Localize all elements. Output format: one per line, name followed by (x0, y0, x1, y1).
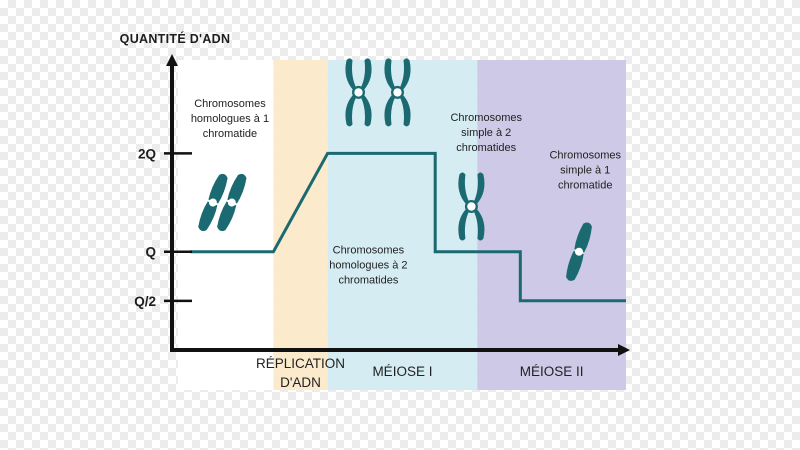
dna-quantity-line (190, 151, 626, 303)
y-tick-label: Q/2 (134, 294, 156, 309)
homologous-two-chromatid-icon (384, 58, 411, 127)
phase-label: MÉIOSE I (372, 364, 432, 379)
annotation-a4: simple à 1 (560, 164, 610, 176)
y-axis-label: QUANTITÉ D'ADN (120, 31, 231, 46)
phase-label: RÉPLICATION (256, 356, 345, 371)
phase-label: D'ADN (280, 375, 321, 390)
y-tick-label: Q (145, 245, 156, 260)
annotation-a3: chromatides (456, 142, 516, 154)
annotation-a2: Chromosomes (333, 245, 405, 257)
annotation-a4: Chromosomes (549, 149, 621, 161)
phase-band-1 (273, 60, 328, 390)
simple-one-chromatid-icon (566, 222, 592, 281)
annotation-a3: simple à 2 (461, 127, 511, 139)
annotation-a1: homologues à 1 (191, 113, 269, 125)
phase-label: MÉIOSE II (520, 364, 584, 379)
phase-band-2 (327, 60, 478, 390)
y-tick-label: 2Q (138, 146, 156, 161)
homologous-one-chromatid-icon (198, 173, 228, 232)
annotation-a4: chromatide (558, 179, 612, 191)
simple-two-chromatid-icon (458, 172, 485, 241)
x-axis-arrow (618, 344, 630, 356)
annotation-a3: Chromosomes (450, 112, 522, 124)
homologous-two-chromatid-icon (345, 58, 372, 127)
annotation-a1: chromatide (203, 128, 257, 140)
annotation-a1: Chromosomes (194, 98, 266, 110)
y-axis-arrow (166, 54, 178, 66)
annotation-a2: homologues à 2 (329, 260, 407, 272)
phase-band-3 (477, 60, 626, 390)
annotation-a2: chromatides (338, 275, 398, 287)
homologous-one-chromatid-icon (217, 173, 247, 232)
